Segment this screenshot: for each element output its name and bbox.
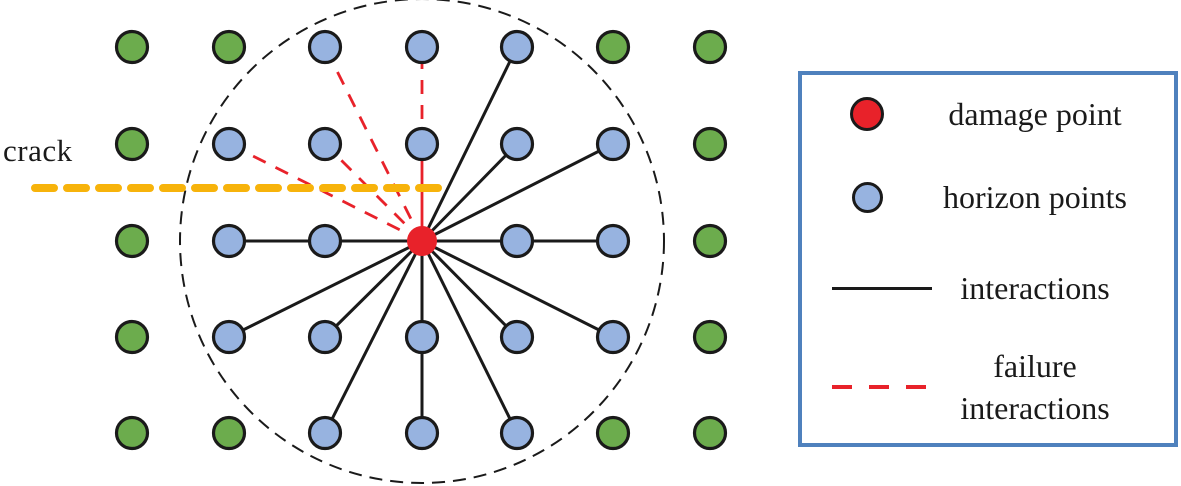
horizon-point [595,319,631,355]
legend-item-interactions: interactions [802,255,1174,321]
horizon-point [499,319,535,355]
legend-label: interactions [960,269,1110,306]
horizon-point [404,319,440,355]
material-point [114,319,150,355]
failure-bond [228,142,423,243]
failure-bond [324,143,423,242]
horizon-point [211,319,247,355]
horizon-point [499,29,535,65]
horizon-point [595,223,631,259]
horizon-point [307,415,343,451]
horizon-circle [179,0,665,484]
interaction-bond [323,239,424,339]
material-point [692,29,728,65]
material-point [692,319,728,355]
horizon-point [211,126,247,162]
interaction-bond [323,240,424,434]
damage-point-marker [850,97,884,131]
horizon-point [307,126,343,162]
horizon-point-marker [851,181,883,213]
horizon-point [404,29,440,65]
material-point [692,126,728,162]
interaction-bond [421,239,614,339]
failure-line-marker [832,385,936,389]
material-point [211,415,247,451]
legend-item-damage-point: damage point [802,81,1174,147]
legend-marker-box [802,97,932,131]
horizon-point [211,223,247,259]
material-point [692,223,728,259]
material-point [692,415,728,451]
legend: damage point horizon points interactions… [798,71,1178,447]
material-point [114,415,150,451]
legend-label: failure interactions [960,347,1110,426]
legend-label: horizon points [943,178,1127,215]
horizon-point [404,126,440,162]
interaction-bond [420,142,519,243]
legend-label: damage point [948,95,1122,132]
material-point [595,415,631,451]
horizon-point [307,319,343,355]
interaction-bond [420,240,519,434]
material-point [114,223,150,259]
horizon-point [595,126,631,162]
interaction-bond [420,239,519,339]
legend-marker-box [802,181,932,213]
damage-point [407,226,437,256]
material-point [114,126,150,162]
horizon-point [404,415,440,451]
interaction-bond [228,239,423,339]
interaction-line-marker [832,286,932,290]
horizon-point [499,126,535,162]
legend-item-horizon-points: horizon points [802,164,1174,230]
interaction-bond [420,46,519,242]
horizon-point [307,29,343,65]
failure-bond [323,46,424,242]
crack-label: crack [3,133,73,168]
horizon-point [499,415,535,451]
material-point [595,29,631,65]
legend-item-failure-interactions: failure interactions [802,339,1174,435]
horizon-point [499,223,535,259]
interaction-bond [421,142,614,243]
material-point [114,29,150,65]
horizon-point [307,223,343,259]
material-point [211,29,247,65]
